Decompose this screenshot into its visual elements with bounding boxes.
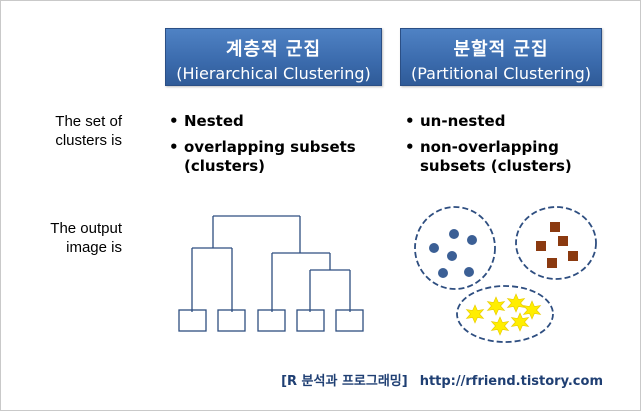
cluster-point-circle (438, 268, 448, 278)
dendrogram-right-link (271, 252, 331, 312)
dendrogram-right-inner-link (309, 269, 351, 312)
cluster-outline-circles (414, 206, 496, 290)
dendrogram-diagram (178, 215, 364, 332)
row-label-set-of-clusters: The set of clusters is (55, 113, 122, 149)
cluster-point-star (523, 300, 541, 320)
partitional-korean-title: 분할적 군집 (453, 39, 549, 60)
partitional-english-title: (Partitional Clustering) (410, 64, 592, 83)
footer-source: [R 분석과 프로그래밍] (281, 374, 408, 389)
partitional-clustering-header: 분할적 군집 (Partitional Clustering) (400, 28, 602, 86)
cluster-point-circle (447, 251, 457, 261)
cluster-point-star (491, 316, 509, 336)
hierarchical-korean-title: 계층적 군집 (225, 39, 322, 60)
dendrogram-leaf-2 (217, 309, 246, 332)
hierarchical-point-overlapping: overlapping subsets (clusters) (168, 138, 388, 176)
cluster-point-circle (464, 267, 474, 277)
cluster-point-star (487, 296, 505, 316)
cluster-outline-stars (456, 285, 554, 343)
partitional-point-un-nested: un-nested (404, 112, 624, 131)
cluster-point-square (550, 222, 560, 232)
dendrogram-leaf-5 (335, 309, 364, 332)
cluster-point-circle (429, 243, 439, 253)
cluster-point-star (466, 304, 484, 324)
cluster-point-star (511, 312, 529, 332)
dendrogram-left-link (191, 247, 233, 312)
cluster-point-star (507, 293, 525, 313)
footer-credit: [R 분석과 프로그래밍] http://rfriend.tistory.com (281, 370, 603, 389)
cluster-outline-squares (515, 206, 597, 280)
hierarchical-point-nested: Nested (168, 112, 388, 131)
partitional-point-non-overlapping: non-overlapping subsets (clusters) (404, 138, 624, 176)
cluster-point-square (568, 251, 578, 261)
dendrogram-leaf-1 (178, 309, 207, 332)
cluster-point-square (547, 258, 557, 268)
dendrogram-leaf-4 (296, 309, 325, 332)
row-label-output-image: The output image is (50, 220, 122, 256)
dendrogram-leaf-3 (257, 309, 286, 332)
hierarchical-bullet-list: Nested overlapping subsets (clusters) (168, 112, 388, 183)
partitional-clusters-diagram (414, 206, 597, 343)
cluster-point-square (536, 241, 546, 251)
cluster-point-square (558, 236, 568, 246)
partitional-bullet-list: un-nested non-overlapping subsets (clust… (404, 112, 624, 183)
cluster-point-circle (467, 235, 477, 245)
hierarchical-english-title: (Hierarchical Clustering) (176, 64, 371, 83)
hierarchical-clustering-header: 계층적 군집 (Hierarchical Clustering) (165, 28, 382, 86)
cluster-point-circle (449, 229, 459, 239)
dendrogram-top-link (212, 215, 301, 253)
footer-url: http://rfriend.tistory.com (419, 374, 603, 389)
